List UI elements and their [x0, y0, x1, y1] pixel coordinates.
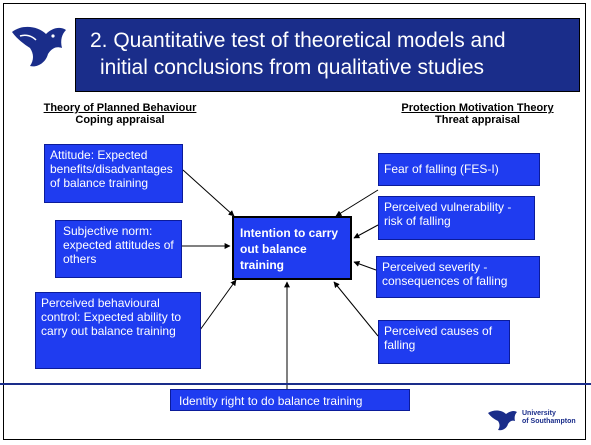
fear-of-falling-box: Fear of falling (FES-I)	[378, 153, 540, 186]
university-line-1: University	[522, 410, 556, 417]
right-heading: Protection Motivation Theory Threat appr…	[380, 102, 575, 126]
right-heading-title: Protection Motivation Theory	[401, 102, 554, 114]
perceived-severity-box: Perceived severity - consequences of fal…	[376, 256, 540, 298]
left-heading: Theory of Planned Behaviour Coping appra…	[30, 102, 210, 126]
left-heading-title: Theory of Planned Behaviour	[43, 102, 197, 114]
title-banner: 2. Quantitative test of theoretical mode…	[75, 18, 580, 92]
perceived-vulnerability-box: Perceived vulnerability - risk of fallin…	[378, 196, 535, 240]
title-line-2: initial conclusions from qualitative stu…	[100, 56, 485, 79]
footer-divider	[0, 383, 591, 385]
university-name: University of Southampton	[522, 410, 576, 426]
dolphin-logo-icon	[12, 26, 66, 67]
intention-box: Intention to carry out balance training	[232, 216, 352, 280]
university-logo: University of Southampton	[486, 404, 576, 436]
slide-frame	[3, 3, 586, 440]
dolphin-logo-icon	[488, 410, 517, 431]
title-line-1: 2. Quantitative test of theoretical mode…	[90, 29, 506, 52]
left-heading-subtitle: Coping appraisal	[75, 114, 165, 126]
identity-box: Identity right to do balance training	[170, 389, 410, 411]
perceived-control-box: Perceived behavioural control: Expected …	[35, 292, 201, 369]
slide-title: 2. Quantitative test of theoretical mode…	[90, 27, 570, 81]
attitude-box: Attitude: Expected benefits/disadvantage…	[44, 144, 183, 203]
right-heading-subtitle: Threat appraisal	[435, 114, 520, 126]
university-line-2: of Southampton	[522, 418, 576, 425]
subjective-norm-box: Subjective norm: expected attitudes of o…	[55, 220, 182, 278]
perceived-causes-box: Perceived causes of falling	[378, 320, 510, 364]
